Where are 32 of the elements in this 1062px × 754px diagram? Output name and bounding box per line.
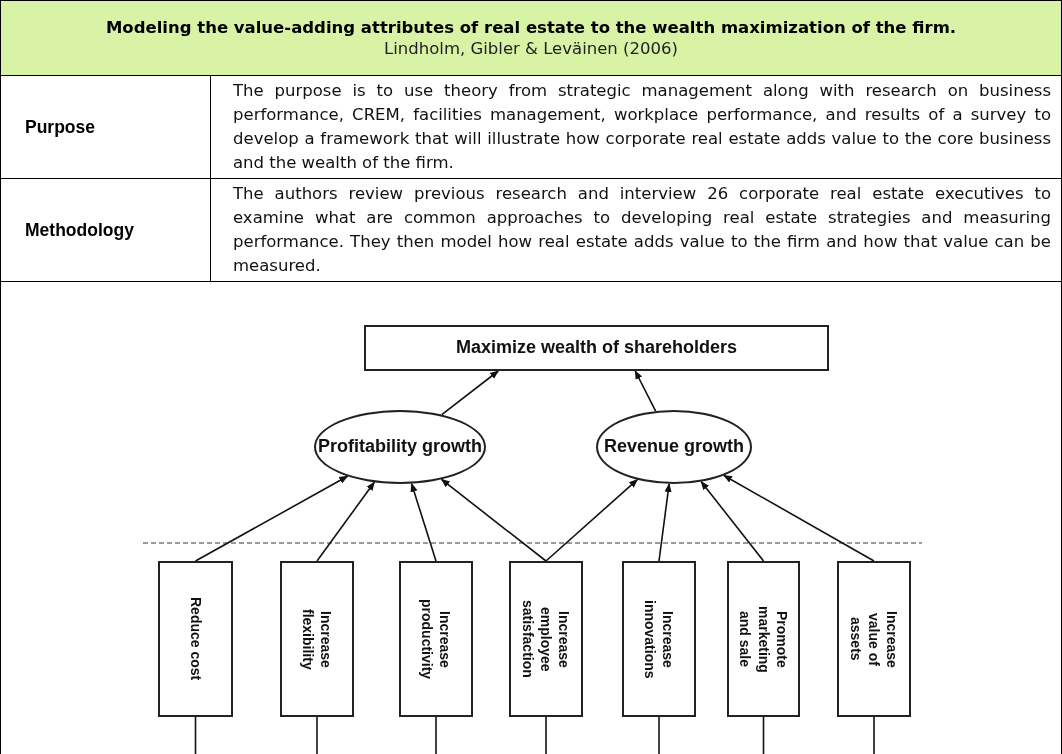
connector-line: [316, 716, 318, 754]
text-box: Maximize wealth of shareholders: [364, 325, 829, 371]
text-box: Promote marketing and sale: [727, 561, 800, 717]
row-heading: Purpose: [1, 76, 211, 178]
text-box: Increase employee satisfaction: [509, 561, 583, 717]
citation: Lindholm, Gibler & Leväinen (2006): [384, 39, 678, 58]
connector-line: [435, 716, 437, 754]
text-box: Increase productivity: [399, 561, 473, 717]
arrow: [658, 483, 672, 562]
goal-ellipse: Revenue growth: [596, 410, 752, 484]
arrow: [545, 478, 639, 562]
connector-line: [873, 716, 875, 754]
text-box: Increase innovations: [622, 561, 696, 717]
description-text: The purpose is to use theory from strategic management along with research on business performance, CREM, facilities management, workplace performance, and results of a survey to develop a framework that will illustrate how corporate real estate adds value to the core business and the wealth of the firm.: [233, 80, 1051, 174]
text-box: Reduce cost: [158, 561, 233, 717]
connector-line: [762, 716, 765, 754]
text-box: Increase value of assets: [837, 561, 911, 717]
arrow: [410, 482, 437, 562]
arrow: [634, 370, 657, 412]
row-heading: Methodology: [1, 179, 211, 281]
goal-ellipse: Profitability growth: [314, 410, 486, 484]
arrow: [316, 481, 376, 562]
connector-line: [545, 716, 547, 754]
arrow: [723, 474, 875, 562]
description-text: The authors review previous research and interview 26 corporate real estate executives to examine what are common approaches to developing real estate strategies and measuring performance. They then model how real estate adds value to the firm and how that value can be measured.: [233, 183, 1051, 277]
connector-line: [194, 716, 197, 754]
arrow: [441, 370, 500, 416]
connector-line: [658, 716, 660, 754]
arrow: [194, 475, 349, 562]
table-title: Modeling the value-adding attributes of real estate to the wealth maximization of the firm.: [105, 18, 957, 37]
text-box: Increase flexibility: [280, 561, 354, 717]
arrow: [440, 478, 547, 562]
